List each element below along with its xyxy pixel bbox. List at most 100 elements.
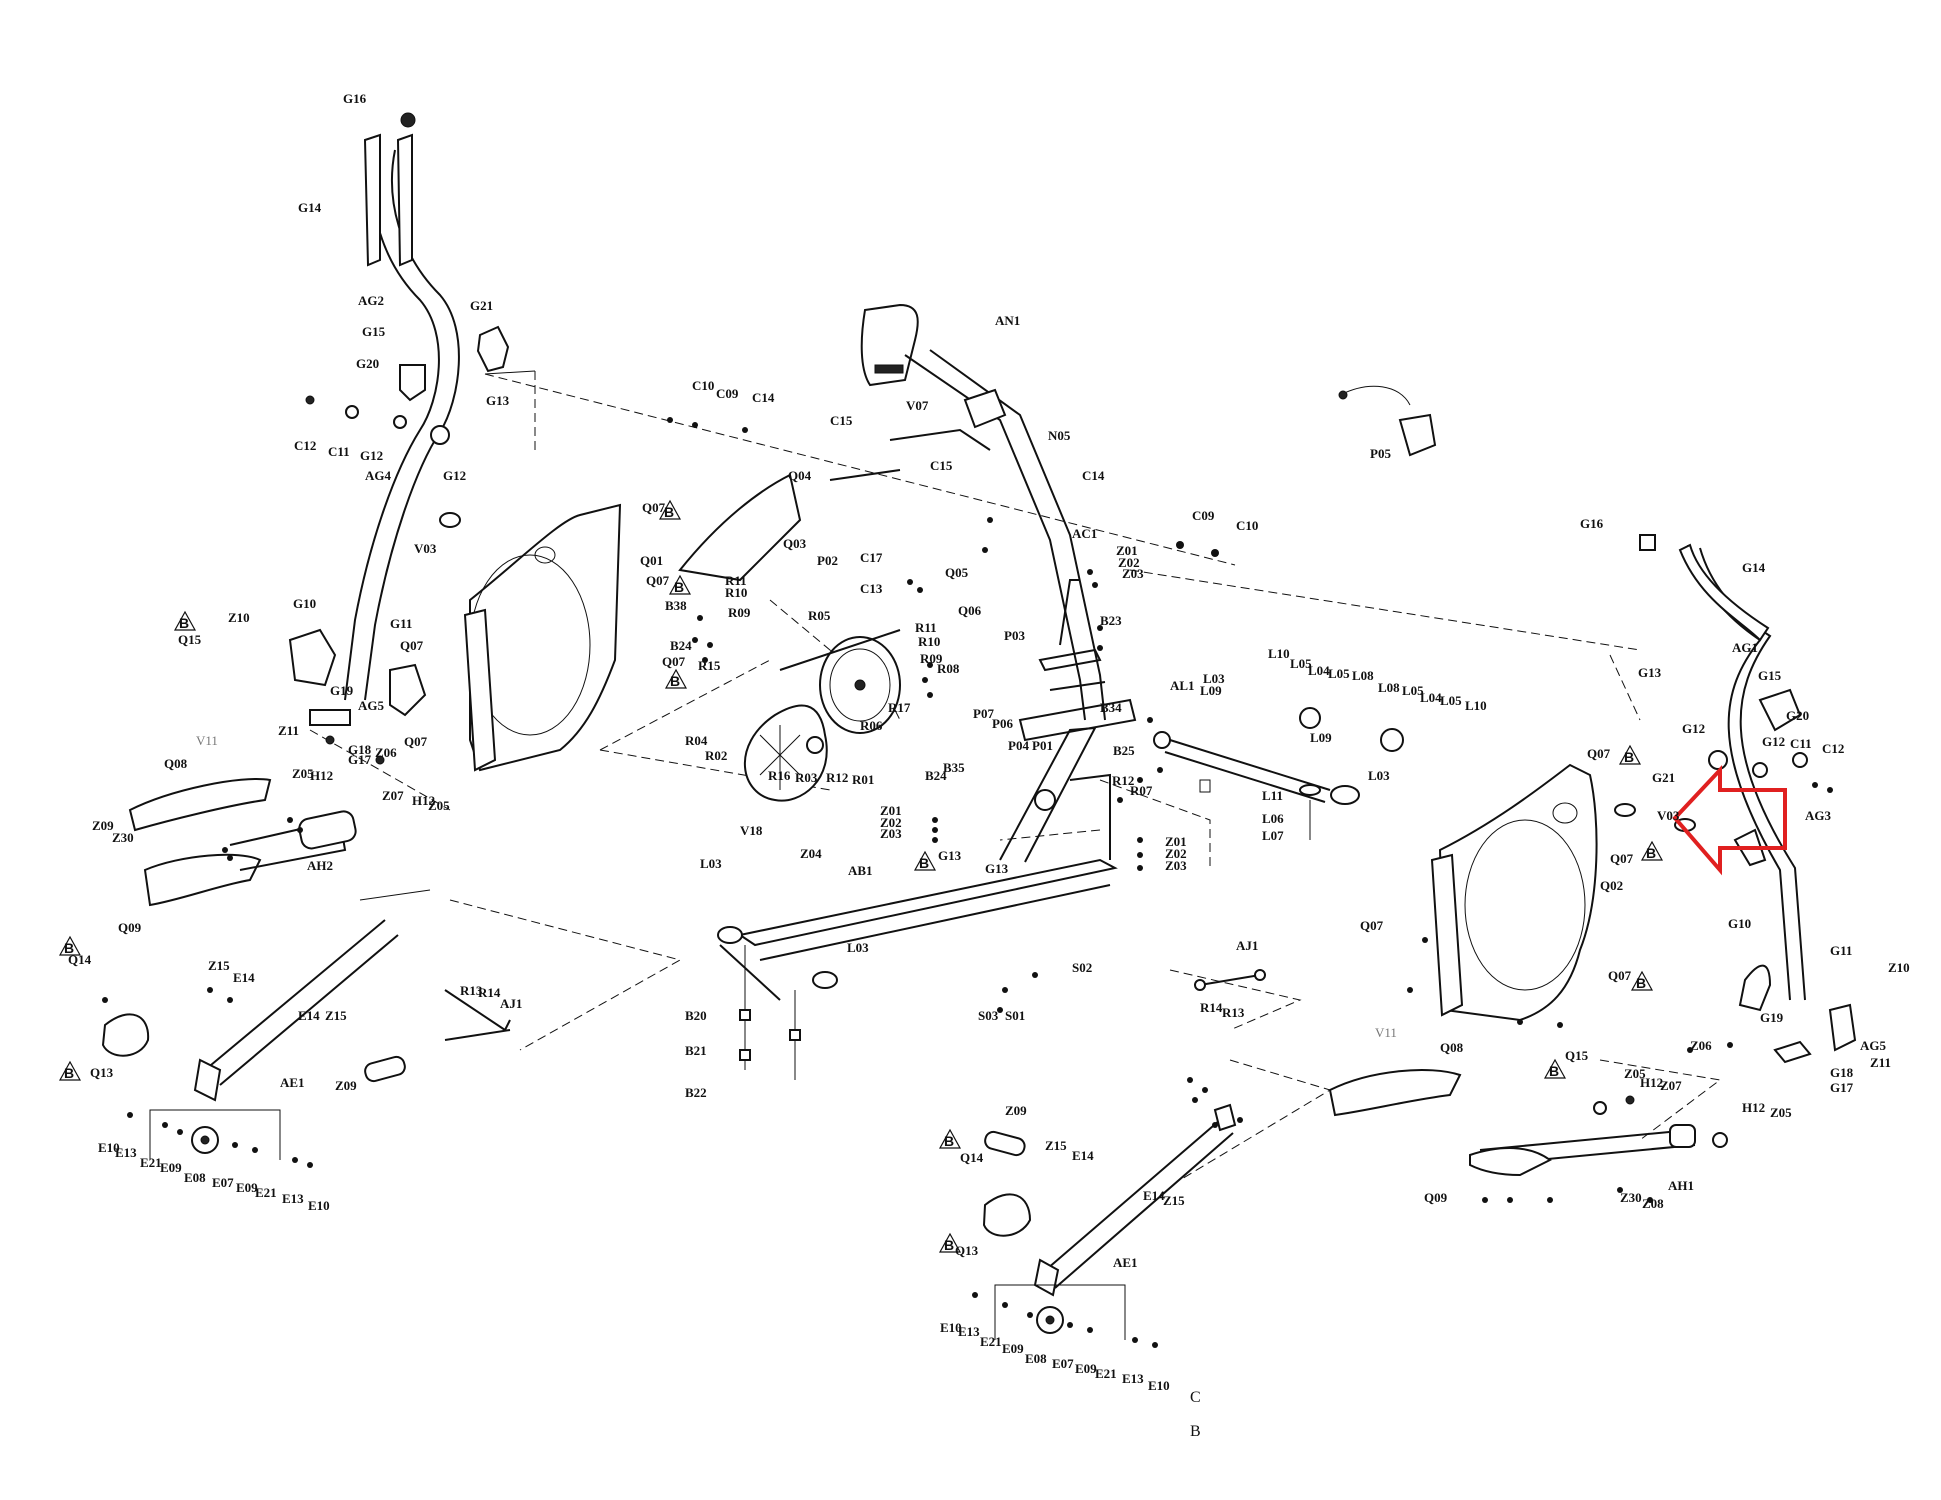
front-leg-feet <box>739 945 801 1080</box>
part-label-q15: Q15 <box>178 632 202 647</box>
part-label-an1: AN1 <box>995 313 1020 328</box>
part-label-z07: Z07 <box>1660 1078 1682 1093</box>
part-label-r17: R17 <box>888 700 911 715</box>
right-handlebar-assembly <box>1639 534 1857 1064</box>
svg-text:B: B <box>64 1065 74 1081</box>
part-label-h12: H12 <box>310 768 333 783</box>
part-label-g13: G13 <box>938 848 962 863</box>
ref-badge: B <box>938 1128 962 1149</box>
part-label-l06: L06 <box>1262 811 1284 826</box>
part-label-g12: G12 <box>443 468 466 483</box>
part-label-r11: R11 <box>915 620 937 635</box>
part-label-ag1: AG1 <box>1732 640 1758 655</box>
part-label-e07: E07 <box>1052 1356 1074 1371</box>
svg-text:B: B <box>1549 1063 1559 1079</box>
part-label-c15: C15 <box>830 413 853 428</box>
part-label-z15: Z15 <box>1045 1138 1067 1153</box>
ref-badge: B <box>58 935 82 956</box>
part-label-s02: S02 <box>1072 960 1092 975</box>
part-label-b21: B21 <box>685 1043 707 1058</box>
part-label-e10: E10 <box>98 1140 120 1155</box>
part-label-p07: P07 <box>973 706 994 721</box>
part-label-r14: R14 <box>1200 1000 1223 1015</box>
part-label-g13: G13 <box>1638 665 1662 680</box>
part-label-c14: C14 <box>752 390 775 405</box>
part-label-l09: L09 <box>1200 683 1222 698</box>
part-label-q07: Q07 <box>642 500 666 515</box>
part-label-ag3: AG3 <box>1805 808 1832 823</box>
part-label-aj1: AJ1 <box>500 996 522 1011</box>
ref-badge: B <box>913 850 937 871</box>
bottom-text-b: B <box>1190 1423 1201 1440</box>
part-label-e07: E07 <box>212 1175 234 1190</box>
part-label-b25: B25 <box>1113 743 1135 758</box>
console-and-mast <box>829 303 1437 721</box>
part-label-b23: B23 <box>1100 613 1122 628</box>
part-label-ab1: AB1 <box>848 863 873 878</box>
part-label-c15: C15 <box>930 458 953 473</box>
part-label-e08: E08 <box>184 1170 206 1185</box>
part-label-q07: Q07 <box>662 654 686 669</box>
right-pedal-assembly <box>1328 1069 1728 1177</box>
part-label-v18: V18 <box>740 823 763 838</box>
part-label-g19: G19 <box>1760 1010 1784 1025</box>
ref-badge: B <box>58 1060 82 1081</box>
part-label-ag5: AG5 <box>1860 1038 1887 1053</box>
part-label-g21: G21 <box>470 298 493 313</box>
part-label-q03: Q03 <box>783 536 807 551</box>
part-label-e13: E13 <box>115 1145 137 1160</box>
ref-badge: B <box>938 1232 962 1253</box>
part-label-z02: Z02 <box>1118 555 1140 570</box>
part-label-r02: R02 <box>705 748 727 763</box>
part-label-z04: Z04 <box>800 846 822 861</box>
part-label-q07: Q07 <box>404 734 428 749</box>
svg-text:B: B <box>1624 749 1634 765</box>
part-label-z15: Z15 <box>208 958 230 973</box>
part-label-g12: G12 <box>1762 734 1785 749</box>
part-label-b24: B24 <box>925 768 947 783</box>
part-label-e21: E21 <box>140 1155 162 1170</box>
part-label-e13: E13 <box>1122 1371 1144 1386</box>
part-label-ae1: AE1 <box>280 1075 305 1090</box>
reference-badges: B B B B B B B B B B B B B <box>58 499 1664 1253</box>
part-label-g15: G15 <box>1758 668 1782 683</box>
part-label-q13: Q13 <box>90 1065 114 1080</box>
bottom-text-c: C <box>1190 1389 1201 1406</box>
part-label-q07: Q07 <box>400 638 424 653</box>
part-label-ag2: AG2 <box>358 293 384 308</box>
part-label-g12: G12 <box>360 448 383 463</box>
part-label-v03: V03 <box>1657 808 1680 823</box>
part-label-g16: G16 <box>343 91 367 106</box>
part-label-r13: R13 <box>460 983 483 998</box>
assembly-guide-lines <box>309 370 1722 1181</box>
part-label-b38: B38 <box>665 598 687 613</box>
ref-badge: B <box>1543 1058 1567 1079</box>
part-label-l04: L04 <box>1420 690 1442 705</box>
part-label-l03: L03 <box>1203 671 1225 686</box>
part-label-q07: Q07 <box>1587 746 1611 761</box>
part-label-v03: V03 <box>414 541 437 556</box>
svg-text:B: B <box>179 615 189 631</box>
part-label-z01: Z01 <box>880 803 902 818</box>
part-label-l07: L07 <box>1262 828 1284 843</box>
part-label-l04: L04 <box>1308 663 1330 678</box>
part-label-b35: B35 <box>943 760 965 775</box>
part-label-e10: E10 <box>1148 1378 1170 1393</box>
svg-text:B: B <box>944 1237 954 1253</box>
part-label-e13: E13 <box>958 1324 980 1339</box>
part-label-c10: C10 <box>1236 518 1258 533</box>
part-label-q07: Q07 <box>646 573 670 588</box>
part-label-q06: Q06 <box>958 603 982 618</box>
part-label-c09: C09 <box>1192 508 1215 523</box>
part-label-z30: Z30 <box>1620 1190 1642 1205</box>
part-label-e14: E14 <box>233 970 255 985</box>
part-label-z02: Z02 <box>1165 846 1187 861</box>
left-pedal-assembly <box>101 778 511 1160</box>
ref-badge: B <box>173 610 197 631</box>
right-side-cover <box>1430 763 1636 1022</box>
part-label-l10: L10 <box>1465 698 1487 713</box>
part-label-z07: Z07 <box>382 788 404 803</box>
part-label-l11: L11 <box>1262 788 1283 803</box>
part-label-g10: G10 <box>293 596 316 611</box>
